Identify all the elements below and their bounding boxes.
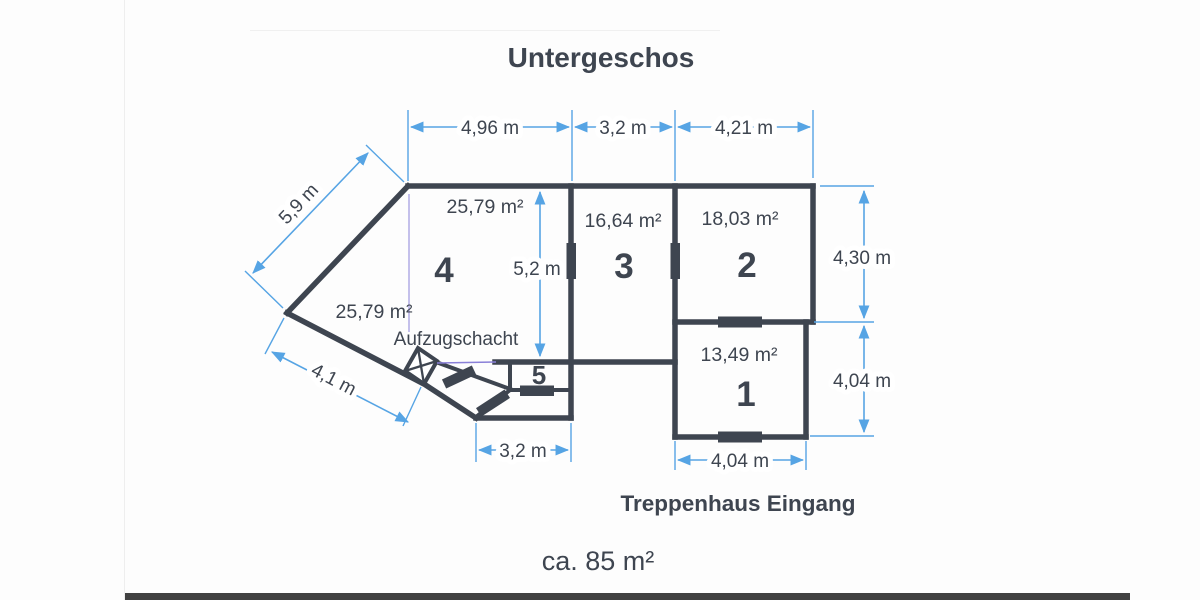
dim-diagonal-upper: 5,9 m — [275, 180, 323, 229]
scan-artifact-line — [124, 0, 125, 600]
dimension-vestibule-width: 3,2 m — [475, 423, 572, 467]
door-marker — [718, 431, 762, 443]
dimension-room-height: 5,2 m — [508, 190, 566, 358]
dim-top-middle: 3,2 m — [599, 118, 647, 139]
door-markers — [441, 243, 762, 443]
secondary-area-label: 25,79 m² — [336, 301, 413, 323]
door-marker — [520, 385, 554, 396]
dim-room-height: 5,2 m — [513, 259, 561, 280]
dim-diagonal-lower: 4,1 m — [308, 360, 360, 401]
accent-lines — [408, 194, 497, 364]
dim-top-left: 4,96 m — [461, 118, 519, 139]
stairs-entrance-label: Treppenhaus Eingang — [620, 491, 855, 516]
total-area-label: ca. 85 m² — [542, 546, 655, 576]
door-marker — [476, 389, 510, 417]
dimension-room1-width: 4,04 m — [674, 441, 807, 477]
dimension-diagonal-upper: 5,9 m — [244, 144, 405, 309]
room-2-area: 18,03 m² — [702, 208, 779, 230]
page-title: Untergeschos — [508, 42, 695, 73]
scan-edge-strip — [125, 593, 1130, 600]
room-4-number: 4 — [434, 251, 454, 290]
dim-vestibule-width: 3,2 m — [499, 441, 547, 462]
door-marker — [441, 365, 477, 389]
door-marker — [566, 243, 576, 279]
door-marker — [670, 243, 680, 279]
door-marker — [718, 316, 762, 328]
room-4-area: 25,79 m² — [447, 196, 524, 218]
elevator-shaft-icon — [402, 345, 440, 387]
scan-artifact-line — [250, 30, 720, 31]
dim-right-upper: 4,30 m — [833, 248, 891, 269]
elevator-label: Aufzugschacht — [394, 329, 519, 350]
dimension-top: 4,96 m 3,2 m 4,21 m — [407, 110, 814, 181]
room-2-number: 2 — [737, 246, 756, 285]
room-labels: 25,79 m² 4 16,64 m² 3 18,03 m² 2 13,49 m… — [336, 196, 779, 414]
dim-right-lower: 4,04 m — [833, 371, 891, 392]
room-1-number: 1 — [736, 375, 755, 414]
dim-room1-width: 4,04 m — [711, 451, 769, 472]
dim-top-right: 4,21 m — [715, 118, 773, 139]
dimension-right: 4,30 m 4,04 m — [810, 185, 896, 437]
room-5-number: 5 — [532, 360, 546, 390]
room-3-area: 16,64 m² — [585, 210, 662, 232]
room-3-number: 3 — [614, 247, 633, 286]
room-1-area: 13,49 m² — [701, 344, 778, 366]
